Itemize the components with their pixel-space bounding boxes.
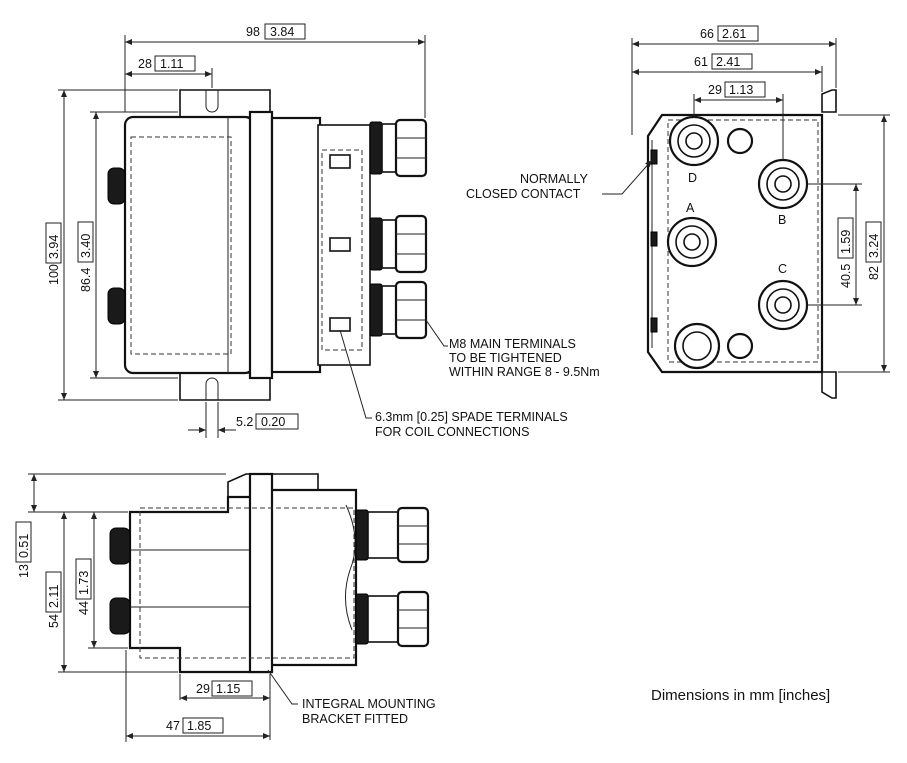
end-view: D B A C NORMALLY CLOSED CONTACT 66 2.61 … [466, 25, 890, 399]
dim-terminal-spacing: 29 [708, 83, 722, 97]
units-note: Dimensions in mm [inches] [651, 687, 830, 704]
dim-side-inner: 44 [77, 601, 91, 615]
terminal-c [757, 279, 809, 331]
top-body-dashed [130, 136, 232, 355]
top-block-dashed [321, 149, 363, 351]
dim-end-height: 82 [867, 266, 881, 280]
side-stud-lower [109, 597, 131, 635]
bracket-note-line2: BRACKET FITTED [302, 712, 408, 726]
dim-height-inner-in: 3.40 [79, 234, 93, 258]
dim-top-width: 98 [246, 25, 260, 39]
m8-note-line3: WITHIN RANGE 8 - 9.5Nm [449, 365, 600, 379]
side-flange [248, 472, 274, 674]
spade-terminal-3 [329, 317, 351, 332]
dim-top-offset-in: 1.11 [160, 57, 183, 71]
dim-slot-width: 5.2 [236, 415, 253, 429]
dim-bracket-total: 47 [166, 719, 180, 733]
side-body-dashed [139, 507, 355, 659]
nc-contact-1 [650, 149, 658, 165]
dim-end-width-inner: 61 [694, 55, 708, 69]
terminal-d [668, 115, 720, 167]
nc-note-line1: NORMALLY [520, 172, 589, 186]
terminal-a [666, 216, 718, 268]
dim-terminal-spacing-in: 1.13 [729, 83, 753, 97]
dim-terminal-vert-in: 1.59 [839, 230, 853, 254]
top-coil-stud-upper [107, 167, 126, 205]
dim-side-top-in: 0.51 [17, 534, 31, 558]
nc-contact-3 [650, 317, 658, 333]
dim-top-offset: 28 [138, 57, 152, 71]
dim-bracket-total-in: 1.85 [187, 719, 211, 733]
top-foot-lower-slot [205, 377, 219, 400]
spade-note-line2: FOR COIL CONNECTIONS [375, 425, 529, 439]
dim-bracket-width: 29 [196, 682, 210, 696]
top-body [123, 115, 255, 375]
dim-end-height-in: 3.24 [867, 234, 881, 258]
end-body-dashed [667, 119, 819, 363]
dim-side-height: 54 [47, 614, 61, 628]
coil-stud-end [673, 322, 721, 370]
top-foot-upper-slot [205, 90, 219, 113]
side-view: 13 0.51 54 2.11 44 1.73 29 1.15 4 [15, 472, 436, 742]
dim-side-inner-in: 1.73 [77, 571, 91, 595]
dim-side-height-in: 2.11 [47, 585, 61, 608]
side-body [128, 488, 358, 674]
side-curve [345, 504, 356, 631]
side-terminal-stack [355, 506, 430, 648]
spade-hole-lower [726, 332, 754, 360]
dim-bracket-width-in: 1.15 [216, 682, 240, 696]
terminal-c-label: C [778, 262, 787, 276]
end-bracket-upper [821, 89, 837, 113]
terminal-b-label: B [778, 213, 786, 227]
side-stud-upper [109, 527, 131, 565]
spade-note-line1: 6.3mm [0.25] SPADE TERMINALS [375, 410, 568, 424]
terminal-d-label: D [688, 171, 697, 185]
spade-terminal-2 [329, 237, 351, 252]
top-flange [248, 110, 274, 380]
terminal-a-label: A [686, 201, 695, 215]
dim-end-width-in: 2.61 [722, 27, 746, 41]
bracket-note-line1: INTEGRAL MOUNTING [302, 697, 436, 711]
dim-height-total: 100 [47, 264, 61, 285]
dim-side-top: 13 [17, 564, 31, 578]
top-view: 98 3.84 28 1.11 100 3.94 86.4 3.40 [45, 23, 600, 439]
dim-height-total-in: 3.94 [47, 235, 61, 259]
m8-terminal-stack [369, 118, 428, 340]
dim-top-width-in: 3.84 [270, 25, 294, 39]
spade-hole-upper [726, 127, 754, 155]
dim-terminal-vert: 40.5 [839, 264, 853, 288]
spade-terminal-1 [329, 154, 351, 169]
dim-end-width-inner-in: 2.41 [716, 55, 740, 69]
m8-note-line2: TO BE TIGHTENED [449, 351, 562, 365]
terminal-b [757, 158, 809, 210]
nc-note-line2: CLOSED CONTACT [466, 187, 581, 201]
top-housing [270, 116, 322, 374]
dim-height-inner: 86.4 [79, 268, 93, 292]
top-coil-stud-lower [107, 287, 126, 325]
end-bracket-lower [821, 371, 837, 399]
m8-note-line1: M8 MAIN TERMINALS [449, 337, 576, 351]
dim-slot-width-in: 0.20 [261, 415, 285, 429]
nc-contact-2 [650, 231, 658, 247]
dim-end-width: 66 [700, 27, 714, 41]
